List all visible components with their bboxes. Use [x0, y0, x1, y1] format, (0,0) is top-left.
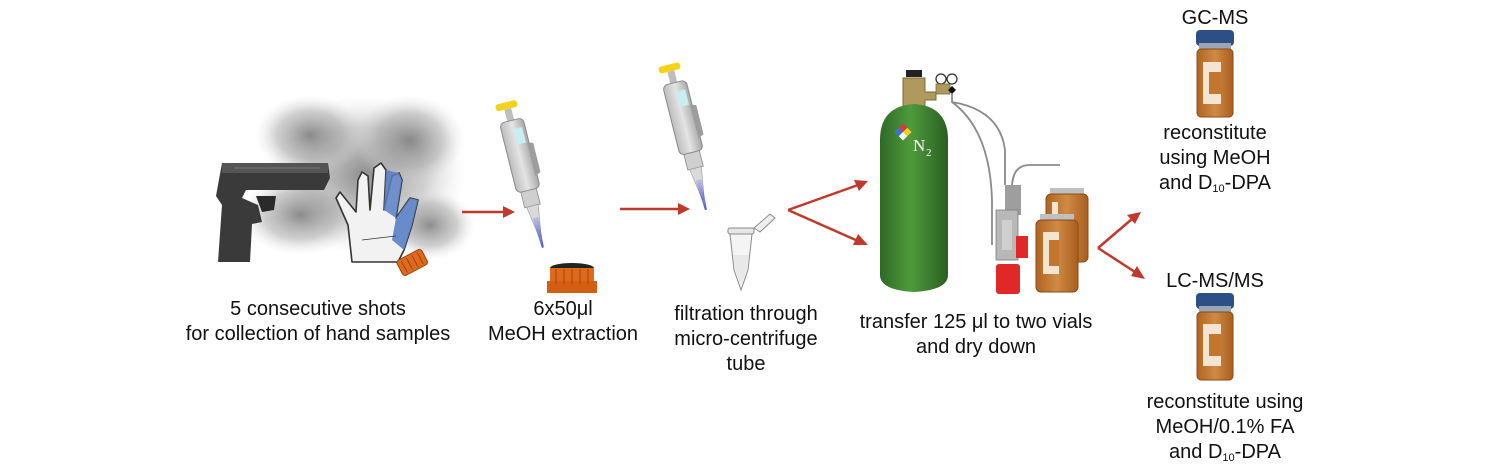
step-transfer-line-1: transfer 125 μl to two vials — [859, 311, 1093, 333]
arrow-1 — [462, 206, 515, 218]
hand-icon — [335, 162, 429, 276]
arrow-2 — [620, 203, 690, 215]
step-shots-label: 5 consecutive shots for collection of ha… — [170, 297, 466, 347]
lcms-line-1: reconstitute using — [1146, 391, 1304, 413]
split-arrow-1 — [787, 180, 868, 245]
step-shots-line-1: 5 consecutive shots — [230, 298, 406, 320]
microcentrifuge-tube-icon — [727, 213, 776, 292]
lcms-line-3-sub: 10 — [1222, 452, 1235, 464]
gcms-line-1: reconstitute — [1163, 122, 1267, 144]
step-filtration-line-2: micro-centrifuge — [674, 328, 818, 350]
gcms-line-2: using MeOH — [1159, 147, 1271, 169]
step-transfer-line-2: and dry down — [915, 336, 1037, 358]
step-filtration-label: filtration through micro-centrifuge tube — [660, 302, 832, 377]
cylinder-label-sub: 2 — [926, 147, 932, 159]
dry-down-apparatus-icon — [995, 164, 1089, 294]
pistol-icon — [216, 163, 330, 262]
gcms-line-3-post: -DPA — [1224, 172, 1271, 194]
lcms-line-2: MeOH/0.1% FA — [1155, 416, 1295, 438]
lcms-vial-icon — [1196, 293, 1234, 381]
step-transfer-label: transfer 125 μl to two vials and dry dow… — [850, 310, 1102, 360]
gcms-title: GC-MS — [1181, 7, 1249, 29]
step-extraction-line-1: 6x50μl — [533, 298, 593, 320]
gcms-line-3-pre: and D — [1159, 172, 1213, 194]
split-arrow-2 — [1097, 212, 1145, 279]
step-shots-line-2: for collection of hand samples — [185, 323, 451, 345]
gcms-vial-icon — [1196, 30, 1234, 118]
gcms-line-3-sub: 10 — [1212, 183, 1225, 195]
step-extraction-line-2: MeOH extraction — [487, 323, 639, 345]
lcms-line-3: and D10-DPA — [1120, 440, 1330, 465]
nitrogen-cylinder-icon: N 2 — [880, 70, 1006, 292]
gcms-line-3: and D10-DPA — [1130, 171, 1300, 196]
gcms-reconstitute-label: reconstitute using MeOH and D10-DPA — [1130, 121, 1300, 196]
step-filtration-line-3: tube — [726, 353, 766, 375]
lcms-line-3-post: -DPA — [1234, 441, 1281, 463]
step-filtration-line-1: filtration through — [674, 303, 818, 325]
lcms-line-3-pre: and D — [1169, 441, 1223, 463]
step-extraction-label: 6x50μl MeOH extraction — [478, 297, 648, 347]
pipette-icon — [495, 100, 544, 248]
pipette-icon-2 — [658, 62, 707, 211]
cylinder-label: N — [913, 136, 925, 155]
lcms-title: LC-MS/MS — [1166, 270, 1264, 292]
lcms-reconstitute-label: reconstitute using MeOH/0.1% FA and D10-… — [1120, 390, 1330, 465]
extraction-cap-icon — [547, 263, 597, 293]
